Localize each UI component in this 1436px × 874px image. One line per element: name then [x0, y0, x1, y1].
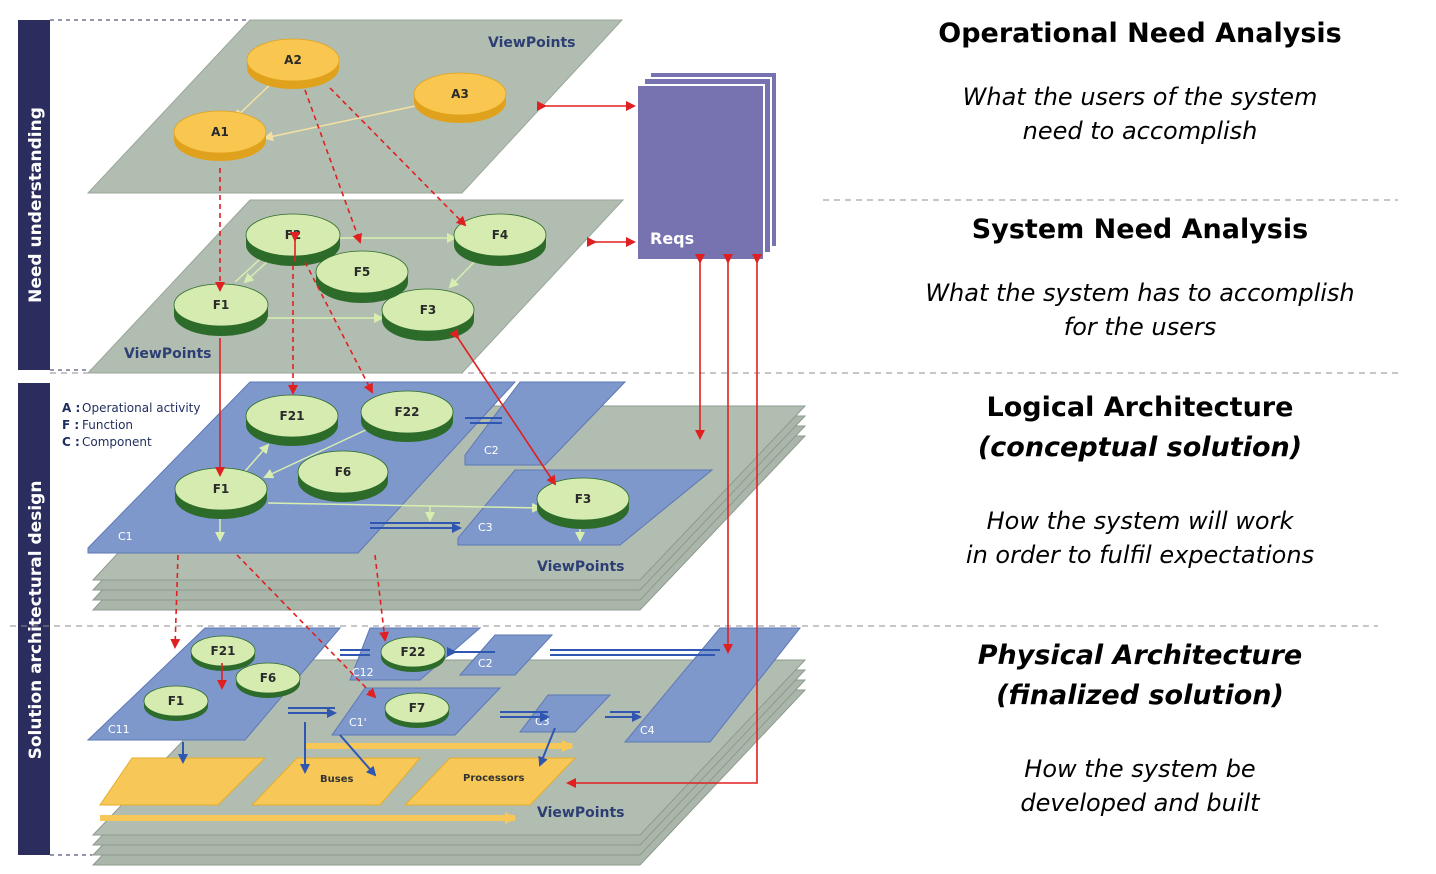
node-f1: F1 — [174, 467, 268, 519]
node-f5: F5 — [315, 250, 409, 303]
need-understanding-label: Need understanding — [26, 107, 46, 303]
node-a2: A2 — [246, 38, 340, 89]
viewpoints-label: ViewPoints — [124, 346, 212, 362]
node-f6: F6 — [235, 662, 301, 698]
component-c2-label: C2 — [484, 444, 499, 457]
level-subtitle-line: need to accomplish — [1022, 117, 1258, 145]
node-f3: F3 — [536, 477, 630, 529]
level-subtitle-line: in order to fulfil expectations — [965, 541, 1315, 569]
node-f1: F1 — [173, 283, 269, 336]
node-a3: A3 — [413, 72, 507, 123]
viewpoints-label: ViewPoints — [537, 805, 625, 821]
level-system: System Need Analysis What the system has… — [880, 210, 1400, 344]
legend-text-f: Function — [82, 418, 133, 432]
node-f6: F6 — [297, 450, 389, 502]
level-subtitle-line: developed and built — [1020, 789, 1260, 817]
node-f3-label: F3 — [420, 303, 437, 317]
requirements-stack: Reqs — [636, 71, 778, 261]
legend: A : Operational activity F : Function C … — [62, 401, 200, 449]
node-f22-label: F22 — [395, 405, 420, 419]
node-f1-label: F1 — [168, 694, 185, 708]
node-a1: A1 — [173, 110, 267, 161]
solution-design-label: Solution architectural design — [26, 481, 46, 760]
level-title: System Need Analysis — [971, 214, 1309, 245]
node-f21: F21 — [245, 394, 339, 446]
processors-label: Processors — [463, 773, 525, 784]
legend-key-f: F : — [62, 418, 79, 432]
node-a3-label: A3 — [451, 87, 469, 101]
node-f4-label: F4 — [492, 228, 509, 242]
viewpoints-label: ViewPoints — [537, 559, 625, 575]
legend-text-a: Operational activity — [82, 401, 200, 415]
component-c1-label: C1 — [118, 530, 133, 543]
component-c3-label: C3 — [478, 521, 493, 534]
node-f1: F1 — [143, 685, 209, 721]
node-a2-label: A2 — [284, 53, 302, 67]
level-title-qualifier: (conceptual solution) — [977, 432, 1303, 463]
legend-text-c: Component — [82, 435, 152, 449]
node-f21-label: F21 — [211, 644, 236, 658]
node-f4: F4 — [453, 213, 547, 266]
level-subtitle-line: How the system will work — [986, 507, 1294, 535]
level-subtitle-line: What the users of the system — [962, 83, 1318, 111]
node-f3: F3 — [381, 288, 475, 341]
level-subtitle-line: What the system has to accomplish — [925, 279, 1355, 307]
reqs-label: Reqs — [650, 229, 694, 248]
component-c11-label: C11 — [108, 723, 130, 736]
component-c12-label: C12 — [352, 666, 374, 679]
node-f5-label: F5 — [354, 265, 371, 279]
level-subtitle-line: for the users — [1063, 313, 1217, 341]
node-f3-label: F3 — [575, 492, 592, 506]
legend-key-a: A : — [62, 401, 80, 415]
node-f1-label: F1 — [213, 298, 230, 312]
node-a1-label: A1 — [211, 125, 229, 139]
traceability-arrows — [170, 87, 762, 788]
node-f22: F22 — [360, 390, 454, 442]
viewpoints-label: ViewPoints — [488, 35, 576, 51]
level-title: Physical Architecture — [977, 640, 1303, 671]
operational-links — [233, 79, 421, 142]
node-f22: F22 — [380, 636, 446, 672]
node-f21: F21 — [190, 635, 256, 671]
node-f22-label: F22 — [401, 645, 426, 659]
node-f7: F7 — [384, 692, 450, 728]
solution-design-sidebar: Solution architectural design — [18, 383, 50, 855]
physical-hardware: Buses Processors — [99, 740, 577, 824]
level-title: Operational Need Analysis — [938, 18, 1342, 49]
level-logical: Logical Architecture (conceptual solutio… — [880, 388, 1400, 572]
node-f6-label: F6 — [260, 671, 277, 685]
node-f6-label: F6 — [335, 465, 352, 479]
buses-label: Buses — [320, 774, 353, 785]
level-title: Logical Architecture — [986, 392, 1294, 423]
level-operational: Operational Need Analysis What the users… — [880, 14, 1400, 148]
need-understanding-sidebar: Need understanding — [18, 20, 50, 370]
node-f1-label: F1 — [213, 482, 230, 496]
level-title-qualifier: (finalized solution) — [996, 680, 1284, 711]
node-f2-label: F2 — [285, 228, 302, 242]
node-f2: F2 — [245, 213, 341, 266]
legend-key-c: C : — [62, 435, 80, 449]
component-c1-prime-label: C1' — [349, 716, 367, 729]
component-c2-label: C2 — [478, 657, 493, 670]
operational-plane: ViewPoints — [86, 19, 624, 194]
node-f21-label: F21 — [280, 409, 305, 423]
component-c4-label: C4 — [640, 724, 655, 737]
level-physical: Physical Architecture (finalized solutio… — [880, 636, 1400, 820]
level-subtitle-line: How the system be — [1024, 755, 1256, 783]
node-f7-label: F7 — [409, 701, 426, 715]
